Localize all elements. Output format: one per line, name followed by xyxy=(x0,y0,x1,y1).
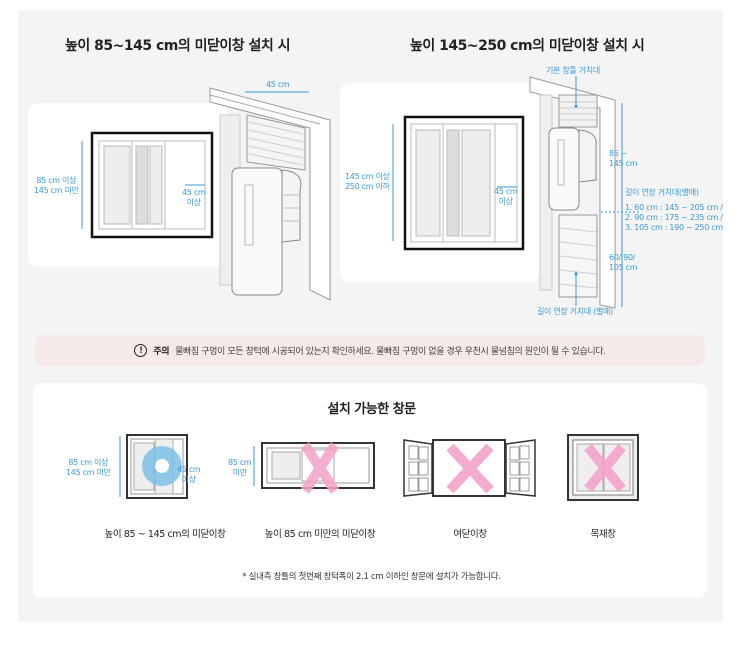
lower-height-label: 60/ 90/105 cm xyxy=(609,253,638,273)
upper-height-label: 85 ~145 cm xyxy=(609,149,638,169)
window-sliding-ok xyxy=(119,434,188,499)
extension-title: 길이 연장 거치대(별매) xyxy=(625,188,699,197)
window-label: 여닫이창 xyxy=(453,529,487,540)
exclamation-circle-icon: ! xyxy=(134,344,148,357)
extension-option: 3. 105 cm : 190 ~ 250 cm xyxy=(625,223,723,232)
window-short-sliding-no xyxy=(253,442,375,494)
window-label: 높이 85 cm 미만의 미닫이창 xyxy=(264,529,376,540)
lower-height-unit: 105 cm xyxy=(609,263,638,272)
ok-width-suffix: 이상 xyxy=(181,475,196,484)
extension-option: 1. 60 cm : 145 ~ 205 cm / xyxy=(625,203,723,212)
short-height-suffix: 미만 xyxy=(232,468,247,477)
short-height-value: 85 cm xyxy=(228,458,252,467)
section2-title: 높이 145~250 cm의 미닫이창 설치 시 xyxy=(410,38,645,54)
bottom-bracket-label: 길이 연장 거치대 (별매) xyxy=(537,307,613,316)
s2-width-suffix: 이상 xyxy=(498,197,513,206)
s2-height-max: 250 cm 이하 xyxy=(345,182,390,191)
s1-width-suffix: 이상 xyxy=(186,198,201,207)
upper-height-unit: 145 cm xyxy=(609,159,638,168)
extension-option: 2. 90 cm : 175 ~ 235 cm / xyxy=(625,213,723,222)
upper-height-range: 85 ~ xyxy=(609,149,628,158)
caution-text: 물빠짐 구멍이 모든 창턱에 시공되어 있는지 확인하세요. 물빠짐 구멍이 없… xyxy=(175,347,606,357)
compatible-title: 설치 가능한 창문 xyxy=(327,402,416,417)
ok-height-min: 85 cm 이상 xyxy=(68,458,109,467)
window-label: 높이 85 ~ 145 cm의 미닫이창 xyxy=(104,529,226,540)
section1-title: 높이 85~145 cm의 미닫이창 설치 시 xyxy=(65,38,291,54)
ok-width-value: 45 cm xyxy=(177,465,201,474)
window-wooden-no xyxy=(567,434,639,501)
extension-options: 1. 60 cm : 145 ~ 205 cm / 2. 90 cm : 175… xyxy=(625,203,723,233)
window-casement-no xyxy=(403,439,536,497)
lower-height-range: 60/ 90/ xyxy=(609,253,636,262)
caution-label: 주의 xyxy=(153,347,170,357)
footnote: * 실내측 창틀의 첫번째 창턱폭이 2.1 cm 이하인 창문에 설치가 가능… xyxy=(242,572,501,582)
s1-height-max: 145 cm 미만 xyxy=(34,186,79,195)
top-bracket-label: 기본 창틀 거치대 xyxy=(546,66,600,75)
s1-width-value: 45 cm xyxy=(182,188,206,197)
s1-height-min: 85 cm 이상 xyxy=(36,176,77,185)
s2-height-min: 145 cm 이상 xyxy=(345,172,390,181)
window-label: 목재창 xyxy=(590,529,616,540)
s1-unit-width: 45 cm xyxy=(266,80,290,89)
caution-notice: ! 주의 물빠짐 구멍이 모든 창턱에 시공되어 있는지 확인하세요. 물빠짐 … xyxy=(35,335,705,366)
ok-height-max: 145 cm 미만 xyxy=(66,468,111,477)
s2-width-value: 45 cm xyxy=(494,187,518,196)
